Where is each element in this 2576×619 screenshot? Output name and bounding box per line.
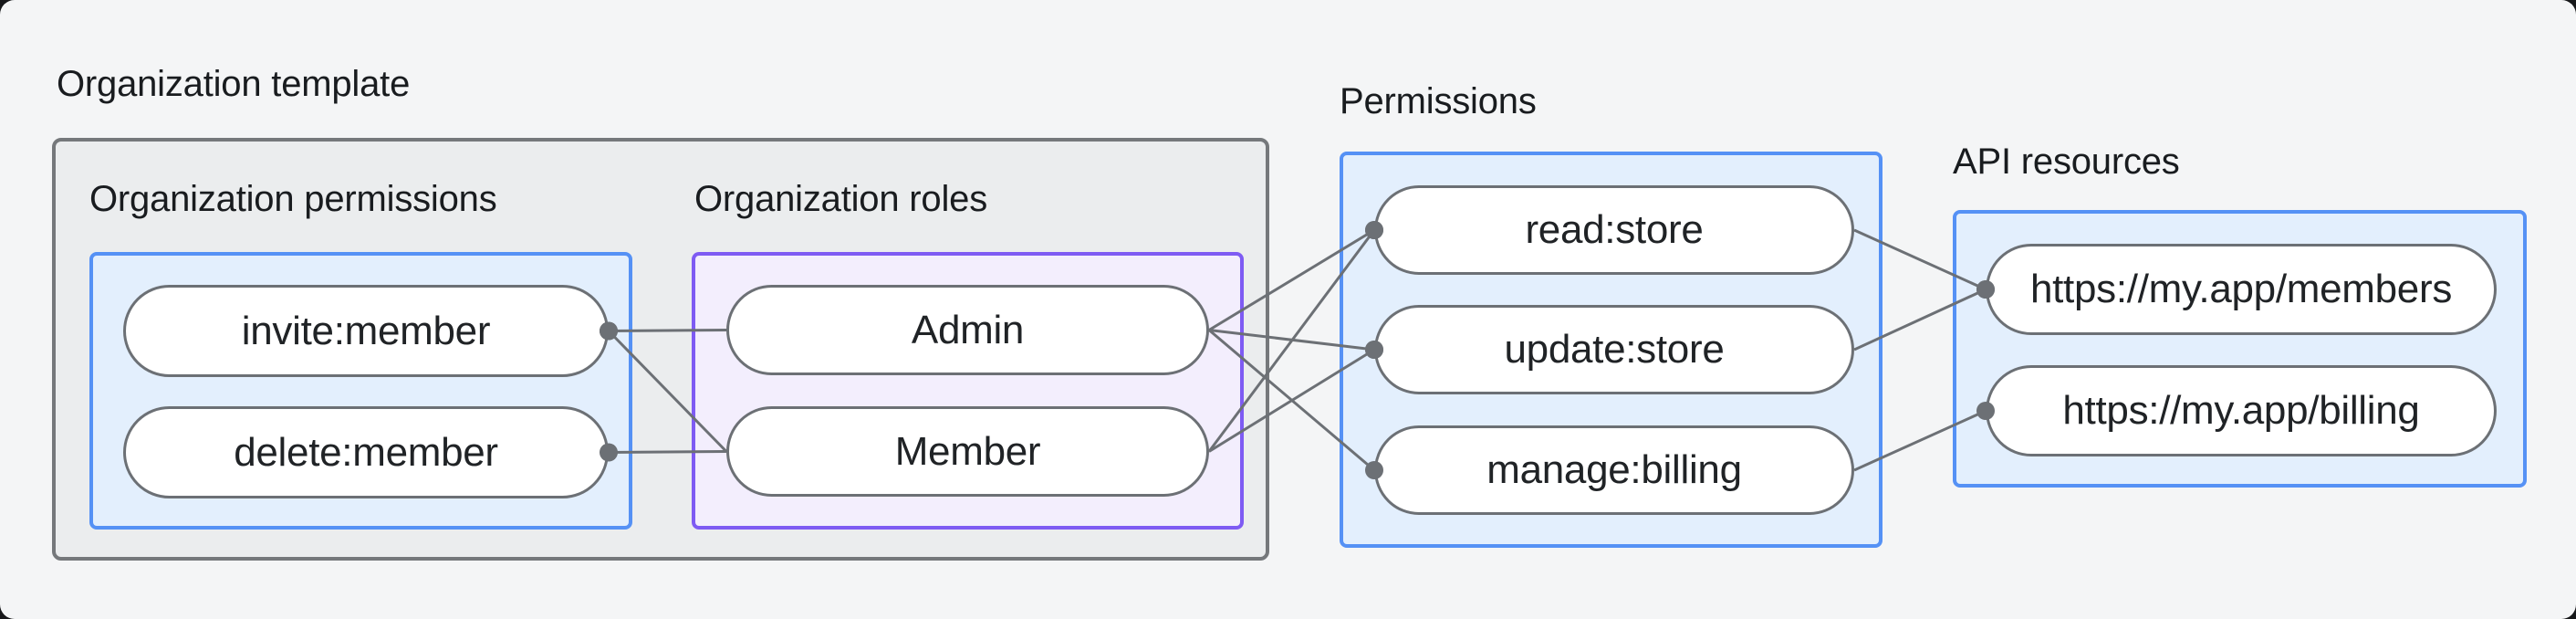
api-resources-label: API resources bbox=[1953, 142, 2180, 182]
permissions-label: Permissions bbox=[1340, 81, 1537, 121]
node-admin: Admin bbox=[726, 285, 1209, 375]
org-template-title: Organization template bbox=[57, 64, 411, 104]
node-member: Member bbox=[726, 406, 1209, 497]
node-delete-member: delete:member bbox=[123, 406, 609, 498]
node-read-store: read:store bbox=[1374, 185, 1854, 275]
node-api-billing: https://my.app/billing bbox=[1986, 365, 2497, 456]
node-api-members: https://my.app/members bbox=[1986, 244, 2497, 335]
node-update-store: update:store bbox=[1374, 305, 1854, 394]
node-manage-billing: manage:billing bbox=[1374, 425, 1854, 515]
node-invite-member: invite:member bbox=[123, 285, 609, 377]
org-permissions-label: Organization permissions bbox=[89, 179, 497, 219]
org-roles-label: Organization roles bbox=[694, 179, 988, 219]
